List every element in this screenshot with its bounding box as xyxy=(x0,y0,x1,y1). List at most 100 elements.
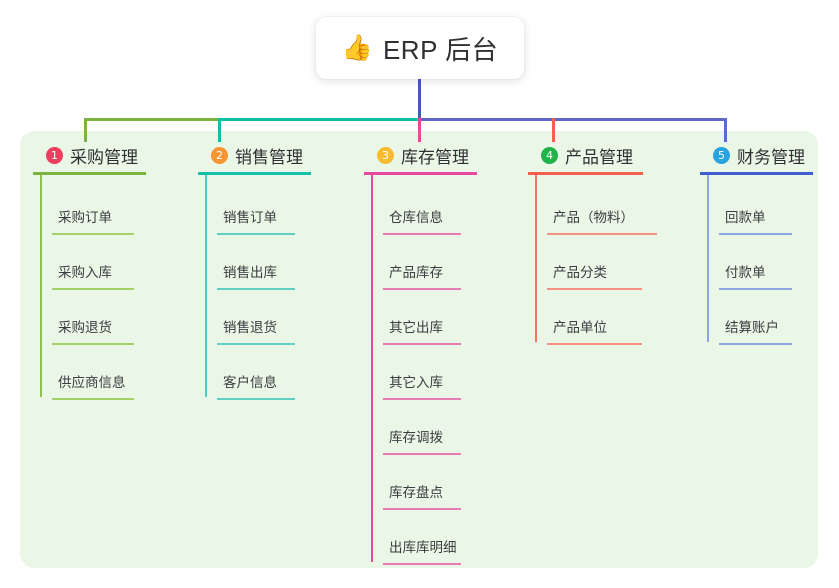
leaf-label: 销售出库 xyxy=(223,265,277,280)
leaf-label: 库存调拨 xyxy=(389,430,443,445)
branches-panel xyxy=(20,131,818,568)
leaf-rule xyxy=(383,398,461,400)
leaf-rule xyxy=(383,508,461,510)
branch-header-3[interactable]: 3 库存管理 xyxy=(364,142,469,168)
leaf-rule xyxy=(52,398,134,400)
branch-header-4[interactable]: 4 产品管理 xyxy=(528,142,633,168)
leaf-item[interactable]: 产品分类 xyxy=(547,261,642,290)
leaf-rule xyxy=(383,453,461,455)
branch-header-5[interactable]: 5 财务管理 xyxy=(700,142,805,168)
leaf-item[interactable]: 产品库存 xyxy=(383,261,461,290)
leaf-item[interactable]: 产品（物料） xyxy=(547,206,657,235)
leaf-item[interactable]: 付款单 xyxy=(719,261,792,290)
leaf-rule xyxy=(383,233,461,235)
branch-label-3: 库存管理 xyxy=(401,147,469,167)
leaf-item[interactable]: 销售退货 xyxy=(217,316,295,345)
branch-rule-2 xyxy=(198,172,311,175)
branch-label-4: 产品管理 xyxy=(565,147,633,167)
leaf-label: 采购退货 xyxy=(58,320,112,335)
branch-label-5: 财务管理 xyxy=(737,147,805,167)
leaf-label: 产品分类 xyxy=(553,265,607,280)
leaf-item[interactable]: 销售出库 xyxy=(217,261,295,290)
leaf-rule xyxy=(719,288,792,290)
leaf-item[interactable]: 仓库信息 xyxy=(383,206,461,235)
leaf-rule xyxy=(547,343,642,345)
branch-badge-3: 3 xyxy=(377,146,394,164)
root-node[interactable]: 👍 ERP 后台 xyxy=(316,17,524,79)
leaf-rule xyxy=(52,288,134,290)
leaf-label: 销售退货 xyxy=(223,320,277,335)
leaf-rule xyxy=(52,233,134,235)
branch-badge-2: 2 xyxy=(211,146,228,164)
thumbs-up-icon: 👍 xyxy=(341,33,373,62)
leaf-rule xyxy=(52,343,134,345)
branch-spine-4 xyxy=(535,175,537,342)
leaf-item[interactable]: 结算账户 xyxy=(719,316,792,345)
branch-spine-1 xyxy=(40,175,42,397)
branch-badge-1: 1 xyxy=(46,146,63,164)
leaf-item[interactable]: 客户信息 xyxy=(217,371,295,400)
connector-bar-green xyxy=(84,118,221,121)
leaf-label: 采购入库 xyxy=(58,265,112,280)
branch-header-2[interactable]: 2 销售管理 xyxy=(198,142,303,168)
leaf-label: 出库库明细 xyxy=(389,540,457,555)
branch-rule-4 xyxy=(528,172,643,175)
leaf-label: 采购订单 xyxy=(58,210,112,225)
leaf-item[interactable]: 库存调拨 xyxy=(383,426,461,455)
branch-badge-5: 5 xyxy=(713,146,730,164)
leaf-rule xyxy=(547,288,642,290)
leaf-item[interactable]: 供应商信息 xyxy=(52,371,134,400)
leaf-label: 回款单 xyxy=(725,210,766,225)
leaf-rule xyxy=(719,233,792,235)
leaf-label: 其它入库 xyxy=(389,375,443,390)
leaf-rule xyxy=(217,398,295,400)
leaf-item[interactable]: 产品单位 xyxy=(547,316,642,345)
branch-label-2: 销售管理 xyxy=(235,147,303,167)
leaf-item[interactable]: 采购订单 xyxy=(52,206,134,235)
branch-header-1[interactable]: 1 采购管理 xyxy=(33,142,138,168)
branch-spine-2 xyxy=(205,175,207,397)
branch-spine-3 xyxy=(371,175,373,562)
connector-bar-blue xyxy=(418,118,727,121)
branch-badge-4: 4 xyxy=(541,146,558,164)
leaf-label: 供应商信息 xyxy=(58,375,126,390)
leaf-label: 仓库信息 xyxy=(389,210,443,225)
connector-drop-5 xyxy=(724,118,727,142)
branch-rule-3 xyxy=(364,172,477,175)
branch-label-1: 采购管理 xyxy=(70,147,138,167)
branch-spine-5 xyxy=(707,175,709,342)
leaf-item[interactable]: 其它出库 xyxy=(383,316,461,345)
branch-rule-1 xyxy=(33,172,146,175)
leaf-rule xyxy=(719,343,792,345)
leaf-label: 客户信息 xyxy=(223,375,277,390)
leaf-label: 销售订单 xyxy=(223,210,277,225)
leaf-item[interactable]: 采购退货 xyxy=(52,316,134,345)
leaf-rule xyxy=(383,288,461,290)
leaf-rule xyxy=(217,343,295,345)
leaf-rule xyxy=(383,563,461,565)
leaf-rule xyxy=(383,343,461,345)
leaf-label: 付款单 xyxy=(725,265,766,280)
leaf-label: 结算账户 xyxy=(725,320,779,335)
connector-drop-3 xyxy=(418,118,421,142)
leaf-rule xyxy=(217,233,295,235)
root-stem xyxy=(418,79,421,121)
leaf-label: 产品库存 xyxy=(389,265,443,280)
leaf-item[interactable]: 销售订单 xyxy=(217,206,295,235)
connector-bar-teal xyxy=(218,118,421,121)
connector-drop-2 xyxy=(218,118,221,142)
leaf-rule xyxy=(547,233,657,235)
root-title: ERP 后台 xyxy=(382,34,499,65)
leaf-item[interactable]: 采购入库 xyxy=(52,261,134,290)
leaf-label: 其它出库 xyxy=(389,320,443,335)
leaf-label: 库存盘点 xyxy=(389,485,443,500)
leaf-item[interactable]: 回款单 xyxy=(719,206,792,235)
connector-drop-1 xyxy=(84,118,87,142)
leaf-rule xyxy=(217,288,295,290)
leaf-item[interactable]: 其它入库 xyxy=(383,371,461,400)
connector-drop-4 xyxy=(552,118,555,142)
leaf-item[interactable]: 出库库明细 xyxy=(383,536,461,565)
leaf-item[interactable]: 库存盘点 xyxy=(383,481,461,510)
leaf-label: 产品（物料） xyxy=(553,210,634,225)
